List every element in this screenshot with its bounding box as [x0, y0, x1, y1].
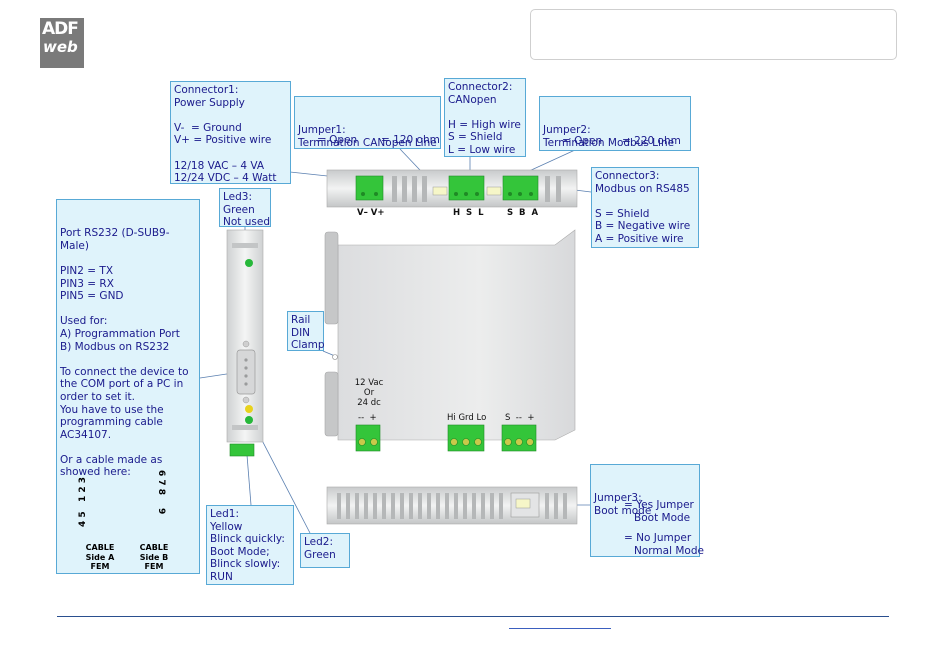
logo-bottom-text: web: [43, 38, 78, 56]
led3-callout: Led3: Green Not used: [219, 188, 271, 228]
front-power-terminal-label: -- +: [358, 413, 377, 423]
jumper3-callout: Jumper3: Boot mode = Yes Jumper Boot Mod…: [590, 464, 704, 557]
cable-pins-b-top: 6 7 8: [156, 470, 166, 496]
adfweb-logo: ADF web: [40, 18, 84, 68]
jumper1-open-label: = Open: [317, 134, 358, 146]
top-power-terminal-label: V– V+: [357, 208, 385, 218]
jumper2-open-label: = Open: [562, 135, 603, 147]
cable-pins-b-bottom: 9: [156, 508, 166, 515]
jumper1-callout: Jumper1: Termination CANopen Line = Open…: [294, 96, 441, 149]
jumper3-yes-label: = Yes Jumper Boot Mode: [624, 499, 694, 524]
jumper2-text: Jumper2: Termination Modbus Line: [543, 124, 675, 149]
device-front-view: [324, 229, 576, 452]
jumper1-ohm-label: = 120 ohm: [381, 134, 440, 146]
device-top-view: [326, 169, 578, 208]
jumper3-text: Jumper3: Boot mode: [594, 492, 652, 517]
front-can-terminal-label: Hi Grd Lo: [447, 413, 487, 423]
jumper1-text: Jumper1: Termination CANopen Line: [298, 124, 437, 149]
connector3-callout: Connector3: Modbus on RS485 S = Shield B…: [591, 167, 699, 248]
port-rs232-callout: Port RS232 (D-SUB9- Male) PIN2 = TX PIN3…: [56, 199, 200, 574]
cable-side-b-label: CABLE Side B FEM: [139, 543, 169, 571]
front-rs485-terminal-label: S -- +: [505, 413, 535, 423]
cable-pins-a-top: 1 2 3: [78, 476, 88, 502]
connector1-callout: Connector1: Power Supply V- = Ground V+ …: [170, 81, 291, 184]
rail-din-clamp-callout: Rail DIN Clamp: [287, 311, 325, 351]
jumper2-callout: Jumper2: Termination Modbus Line = Open …: [539, 96, 691, 151]
device-bottom-view: [326, 486, 578, 525]
top-rs485-terminal-label: S B A: [507, 208, 539, 218]
cable-side-a-label: CABLE Side A FEM: [85, 543, 115, 571]
led1-callout: Led1: Yellow Blinck quickly: Boot Mode; …: [206, 505, 294, 585]
cable-pins-a-bottom: 4 5: [78, 511, 88, 527]
led2-callout: Led2: Green: [300, 533, 350, 568]
logo-top-text: ADF: [42, 19, 79, 39]
power-description: 12 Vac Or 24 dc: [354, 378, 384, 408]
jumper3-no-label: = No Jumper Normal Mode: [624, 532, 704, 557]
jumper2-ohm-label: = 220 ohm: [622, 135, 681, 147]
header-frame: [530, 9, 897, 60]
connector2-callout: Connector2: CANopen H = High wire S = Sh…: [444, 78, 526, 157]
port-rs232-text: Port RS232 (D-SUB9- Male) PIN2 = TX PIN3…: [60, 227, 189, 479]
footer-divider: [57, 616, 889, 617]
footer-link[interactable]: [509, 628, 611, 629]
top-can-terminal-label: H S L: [453, 208, 484, 218]
device-side-view: [226, 229, 264, 457]
